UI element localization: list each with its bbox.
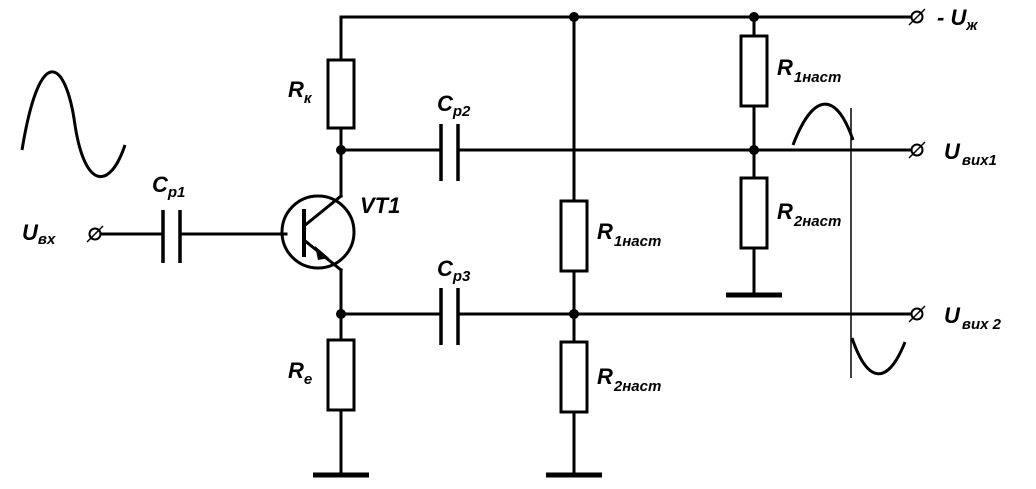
label-supply: - Uж xyxy=(937,5,978,34)
resistor-r1-right xyxy=(739,34,769,108)
transistor-body xyxy=(280,194,356,270)
emitter-arrow-icon xyxy=(315,246,329,260)
wires xyxy=(98,15,916,476)
resistor-r1-mid xyxy=(559,199,589,273)
junction-dot xyxy=(569,309,579,319)
label-cp3: Cр3 xyxy=(437,256,471,285)
junctions xyxy=(336,12,759,319)
label-cp2: Cр2 xyxy=(437,91,471,120)
label-re: Rе xyxy=(288,358,312,388)
input-sine-wave xyxy=(20,70,127,178)
transistor-collector-lead xyxy=(301,193,344,229)
terminal-supply xyxy=(908,8,926,26)
label-r1-right: R1наст xyxy=(777,55,841,86)
junction-dot xyxy=(569,12,579,22)
capacitor-cp2 xyxy=(439,124,460,181)
label-r2-mid: R2наст xyxy=(597,364,661,395)
resistor-rk xyxy=(326,58,356,130)
terminal-input xyxy=(86,225,104,243)
label-cp1: Cр1 xyxy=(152,172,185,201)
label-rk: Rк xyxy=(288,77,313,107)
capacitor-cp3 xyxy=(439,288,460,345)
junction-dot xyxy=(336,309,346,319)
resistor-r2-mid xyxy=(559,340,589,414)
junction-dot xyxy=(336,145,346,155)
resistor-re xyxy=(326,338,356,412)
capacitor-cp1 xyxy=(161,210,182,263)
output2-half-wave xyxy=(850,337,907,376)
label-vt1: VT1 xyxy=(360,193,400,218)
output1-half-wave xyxy=(791,102,855,146)
label-r1-mid: R1наст xyxy=(597,219,661,250)
junction-dot xyxy=(749,145,759,155)
label-input: Uвх xyxy=(22,220,56,248)
terminal-out1 xyxy=(908,141,926,159)
label-r2-right: R2наст xyxy=(777,199,841,230)
terminal-out2 xyxy=(908,305,926,323)
junction-dot xyxy=(749,12,759,22)
transistor-vt1 xyxy=(280,193,356,273)
resistor-r2-right xyxy=(739,176,769,250)
